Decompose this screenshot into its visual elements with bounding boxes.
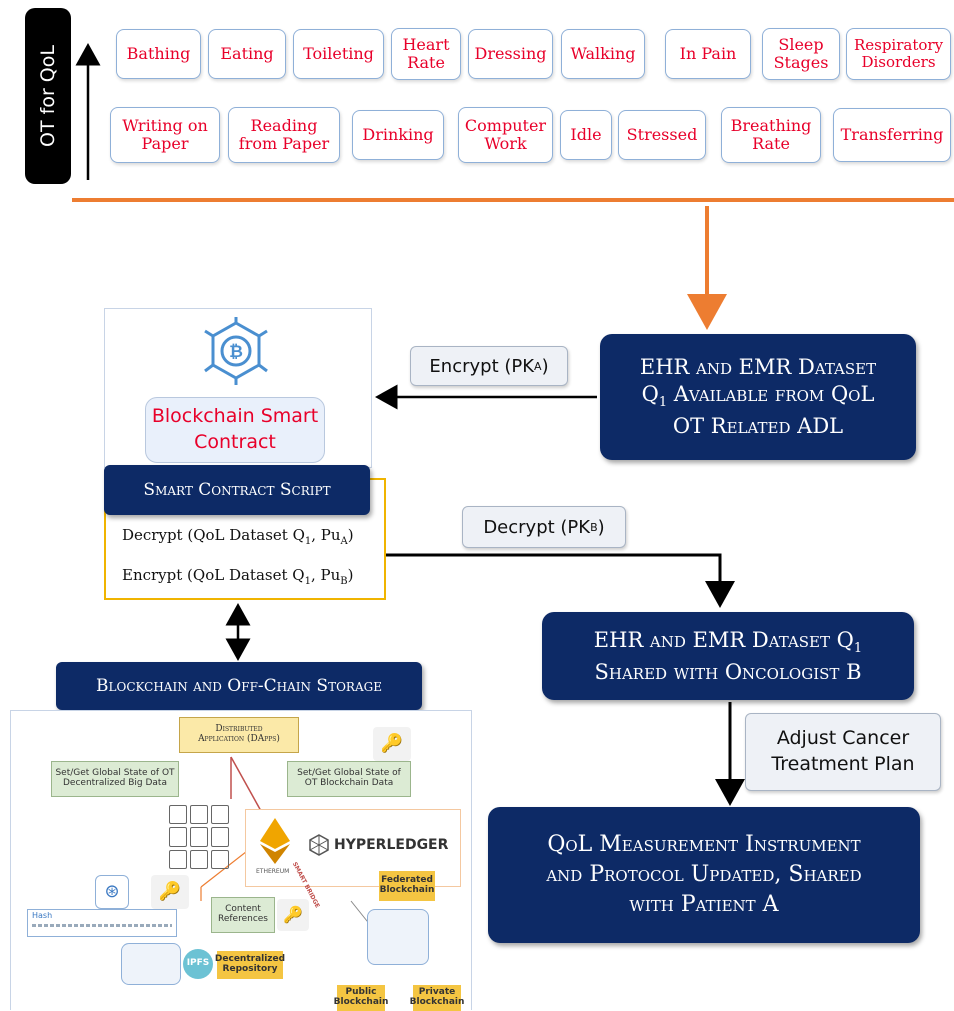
svg-text:₿: ₿ — [229, 342, 243, 362]
activity-chip: Reading from Paper — [228, 107, 340, 163]
fingerprint-icon: ⊛ — [95, 875, 129, 909]
qol-updated-box: QoL Measurement Instrument and Protocol … — [488, 807, 920, 943]
ehr-available-box: EHR and EMR Dataset Q1 Available from Qo… — [600, 334, 916, 460]
decentralized-repository-label: Decentralized Repository — [215, 951, 285, 979]
ethereum-icon — [260, 818, 290, 864]
ehr-shared-box: EHR and EMR Dataset Q1 Shared with Oncol… — [542, 612, 914, 700]
public-blockchain-label: Public Blockchain — [334, 985, 388, 1011]
activity-chip: Computer Work — [458, 107, 553, 163]
activity-chip: Breathing Rate — [721, 107, 821, 163]
repository-icon — [121, 943, 181, 985]
activity-chip: In Pain — [665, 29, 751, 79]
activity-chip: Idle — [560, 110, 612, 160]
decrypt-dataset-line: Decrypt (QoL Dataset Q1, PuA) — [122, 526, 354, 547]
big-data-icon-grid — [169, 805, 229, 869]
ethereum-label: ETHEREUM — [256, 868, 290, 875]
lock-key-icon: 🔑 — [373, 727, 411, 761]
content-references-box: Content References — [211, 897, 275, 933]
key-lock-icon: 🔑 — [151, 875, 189, 909]
hyperledger-label: HYPERLEDGER — [334, 837, 449, 853]
smart-contract-title: Blockchain Smart Contract — [151, 405, 319, 453]
set-get-blockchain-box: Set/Get Global State of OT Blockchain Da… — [287, 761, 411, 797]
storage-diagram-panel: Distributed Application (DApps) 🔑 Set/Ge… — [10, 710, 472, 1011]
activity-chip: Transferring — [833, 108, 951, 162]
qol-axis-label: OT for QoL — [37, 45, 59, 147]
activity-chip: Eating — [208, 29, 286, 79]
activity-chip: Respiratory Disorders — [846, 28, 951, 80]
activity-chip: Sleep Stages — [762, 28, 840, 80]
activity-chip: Bathing — [116, 29, 201, 79]
qol-axis-label-box: OT for QoL — [25, 8, 71, 184]
decrypt-arrow — [386, 553, 735, 608]
storage-header: Blockchain and Off-Chain Storage — [56, 662, 422, 710]
activity-chip: Heart Rate — [391, 28, 461, 80]
activity-chip: Stressed — [618, 110, 706, 160]
activity-chip: Writing on Paper — [110, 107, 220, 163]
activity-chip: Dressing — [468, 29, 553, 79]
activity-chip: Drinking — [352, 110, 444, 160]
ipfs-icon: IPFS — [183, 949, 213, 979]
activity-chip: Walking — [561, 29, 645, 79]
hash-value-line — [32, 924, 172, 927]
hash-bar: Hash — [27, 909, 177, 937]
dapps-box: Distributed Application (DApps) — [179, 717, 299, 753]
hyperledger-icon — [309, 834, 329, 856]
set-get-big-data-box: Set/Get Global State of OT Decentralized… — [51, 761, 179, 797]
federated-blockchain-label: Federated Blockchain — [379, 871, 435, 901]
activity-chip: Toileting — [293, 29, 384, 79]
private-blockchain-label: Private Blockchain — [410, 985, 464, 1011]
hash-label: Hash — [32, 911, 53, 920]
key-lock-icon-2: 🔑 — [277, 899, 309, 931]
adjust-treatment-label: Adjust Cancer Treatment Plan — [745, 713, 941, 791]
blockchain-network-icon — [367, 909, 429, 965]
smart-contract-script-header: Smart Contract Script — [104, 465, 370, 515]
smart-contract-title-box: Blockchain Smart Contract — [145, 397, 325, 463]
smart-contract-panel: ₿ Blockchain Smart Contract — [104, 308, 372, 468]
encrypt-dataset-line: Encrypt (QoL Dataset Q1, PuB) — [122, 566, 354, 587]
blockchain-bitcoin-icon: ₿ — [204, 317, 268, 385]
